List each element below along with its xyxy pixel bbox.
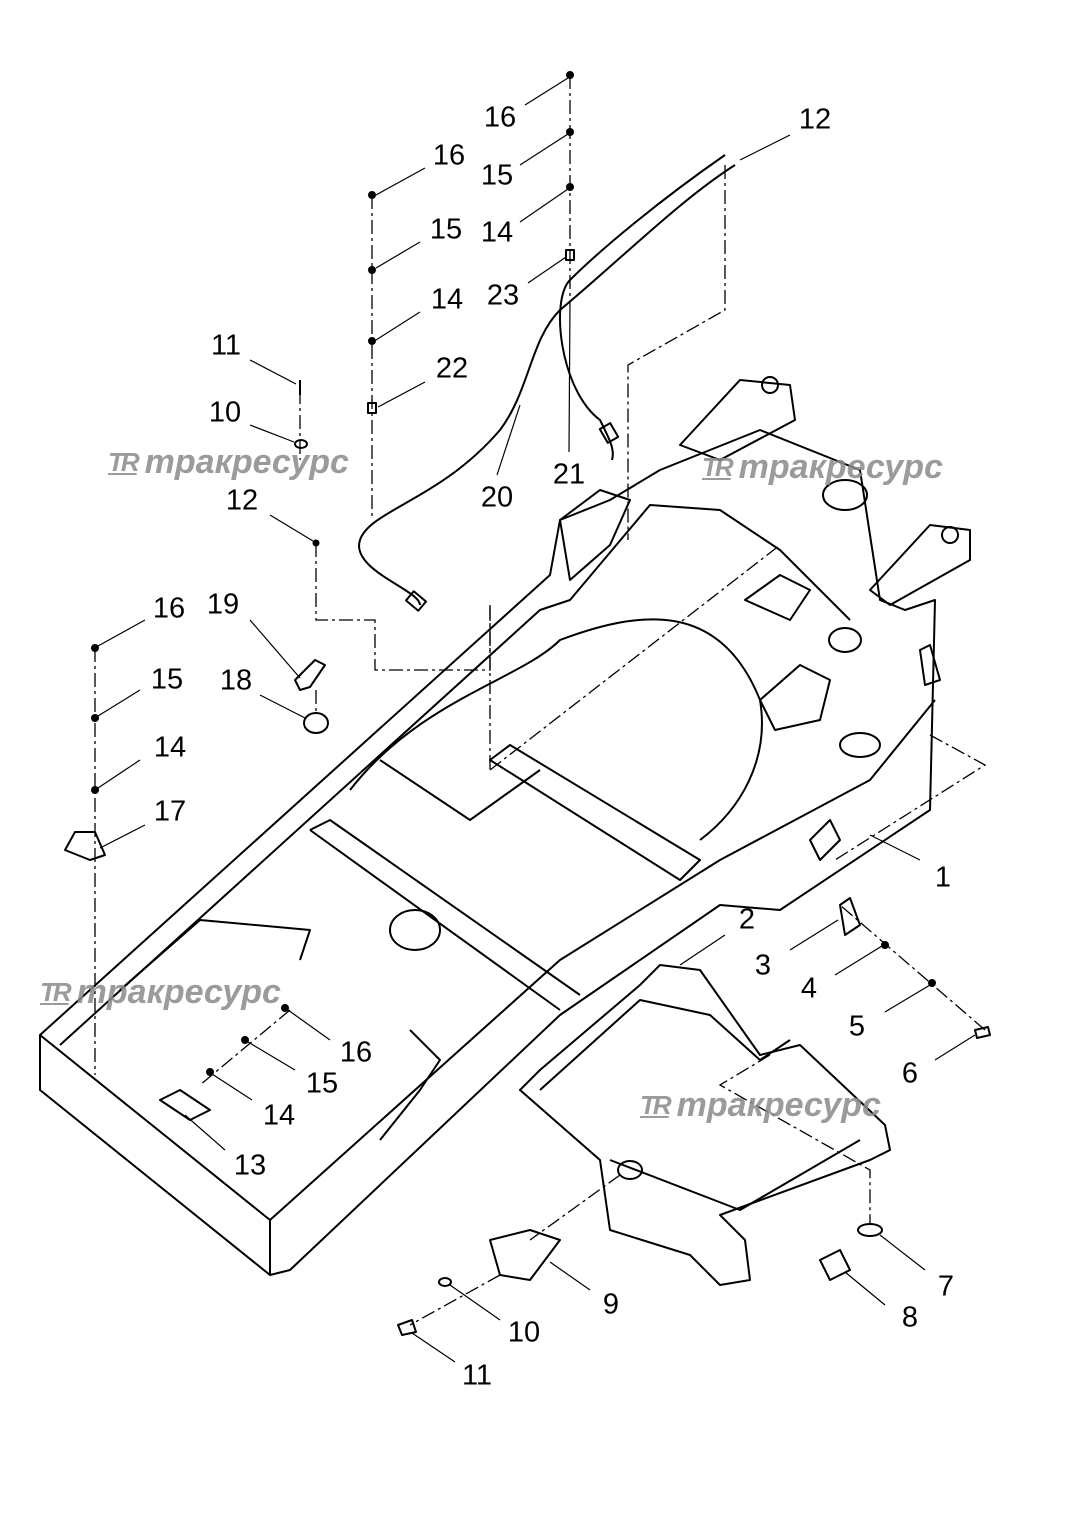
leader-lines [97,77,976,1363]
leader-line [739,134,791,161]
callout-label: 15 [480,159,514,192]
leader-line [377,381,426,408]
dashed-centerlines [94,75,987,1326]
leader-line [844,1271,886,1306]
leader-line [496,404,521,476]
leader-line [789,919,839,951]
callout-label: 16 [152,592,186,625]
callout-label: 16 [483,101,517,134]
callout-label: 9 [602,1288,620,1321]
leader-line [524,77,569,106]
callout-label: 12 [798,103,832,136]
callout-label: 17 [153,795,187,828]
leader-line [269,514,314,542]
callout-label: 16 [339,1036,373,1069]
callout-label: 11 [461,1359,493,1392]
watermark-logo: TR [640,1090,672,1120]
leader-line [879,1234,926,1271]
callout-label: 8 [901,1301,919,1334]
leader-line [679,934,726,966]
callout-label: 16 [432,139,466,172]
callout-label: 14 [262,1099,296,1132]
leader-line [211,1073,253,1101]
callout-label: 21 [552,458,586,491]
callout-label: 19 [206,588,240,621]
callout-label: 14 [430,283,464,316]
leader-line [249,424,295,443]
leader-line [247,1041,296,1071]
watermark-logo: TR [702,452,734,482]
callout-label: 23 [486,279,520,312]
callout-label: 1 [934,861,952,894]
callout-label: 14 [153,731,187,764]
callout-label: 20 [480,481,514,514]
leader-line [184,1114,226,1151]
leader-line [99,824,146,849]
callout-label: 10 [507,1316,541,1349]
leader-line [287,1009,331,1041]
leader-line [249,619,301,679]
callout-label: 15 [305,1067,339,1100]
callout-label: 5 [848,1010,866,1043]
leader-line [249,359,297,385]
callout-label: 14 [480,216,514,249]
leader-line [97,759,141,789]
leader-line [884,984,931,1013]
leader-line [519,133,569,166]
leader-line [411,1332,456,1363]
callout-label: 15 [429,213,463,246]
leader-line [375,311,421,341]
leader-line [568,299,571,453]
watermark-logo: TR [108,447,140,477]
watermark-logo: TR [40,977,72,1007]
leader-line [449,1284,501,1321]
main-frame-outline [39,429,936,1276]
callout-label: 15 [150,663,184,696]
callout-label: 3 [754,949,772,982]
leader-line [549,1261,591,1291]
leader-line [869,834,921,861]
leader-line [259,694,306,719]
callout-label: 10 [208,396,242,429]
callout-label: 12 [225,484,259,517]
leader-line [375,241,421,269]
callout-label: 11 [210,329,242,362]
callout-label: 4 [800,972,818,1005]
callout-label: 18 [219,664,253,697]
cable-21 [559,154,726,461]
leader-line [934,1034,976,1061]
sub-frame-outline [519,964,891,1286]
callout-label: 2 [738,903,756,936]
leader-line [97,619,146,647]
leader-line [97,689,141,717]
callout-label: 13 [233,1149,267,1182]
callout-label: 6 [901,1057,919,1090]
leader-line [519,188,569,223]
leader-line [527,256,567,284]
cable-20 [358,164,736,606]
leader-line [375,167,426,196]
leader-line [834,945,883,976]
callout-label: 7 [937,1270,955,1303]
callout-label: 22 [435,352,469,385]
